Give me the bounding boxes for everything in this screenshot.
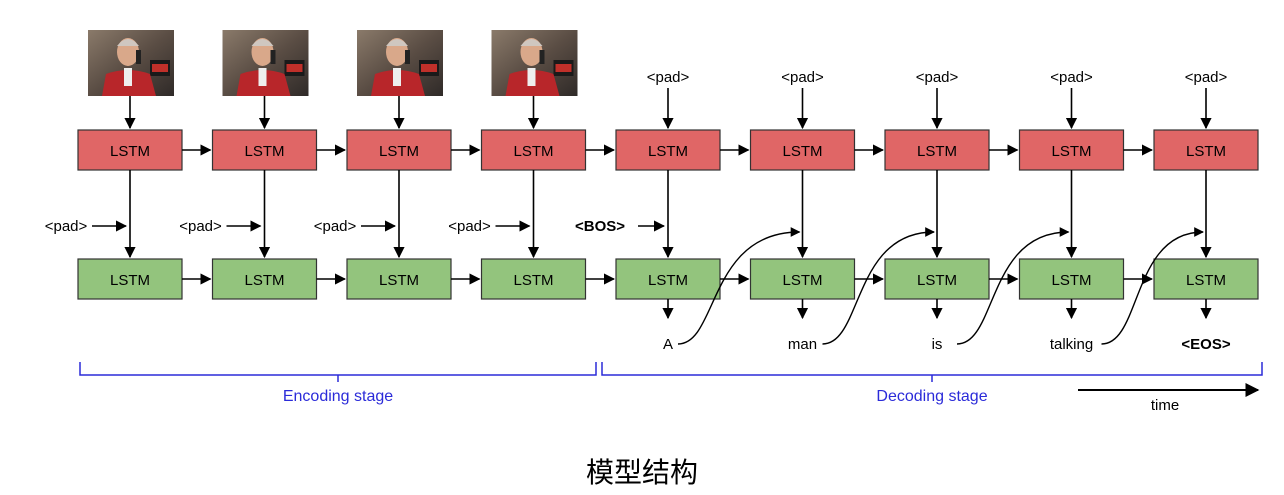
encoding-stage-brace [79, 362, 597, 382]
lstm-label: LSTM [1186, 272, 1226, 289]
encoder-lstm-row: LSTM LSTM LSTM LSTM LSTM LSTM LSTM LSTM LSTM [77, 129, 1259, 171]
encoding-stage-label: Encoding stage [283, 388, 393, 405]
lstm-label: LSTM [917, 272, 957, 289]
video-frames [88, 30, 578, 96]
output-word-label: <EOS> [1181, 336, 1230, 353]
pad-token-label: <pad> [916, 69, 959, 86]
lstm-label: LSTM [244, 272, 284, 289]
bottom-lstm-cell: LSTM [1018, 258, 1125, 300]
decoding-stage-brace [601, 362, 1263, 382]
pad-token-label: <pad> [1185, 69, 1228, 86]
connection-arrows [92, 88, 1212, 345]
figure-caption: 模型结构 [586, 456, 698, 489]
lstm-label: LSTM [648, 272, 688, 289]
lstm-label: LSTM [1051, 272, 1091, 289]
decoder-lstm-row: LSTM LSTM LSTM LSTM LSTM LSTM LSTM LSTM LSTM [77, 258, 1259, 300]
pad-token-label: <pad> [448, 218, 491, 235]
lstm-label: LSTM [110, 143, 150, 160]
time-label: time [1151, 397, 1179, 414]
top-lstm-cell: LSTM [1153, 129, 1259, 171]
bottom-lstm-cell: LSTM [77, 258, 183, 300]
lstm-label: LSTM [1186, 143, 1226, 160]
pad-token-label: <pad> [647, 69, 690, 86]
top-lstm-cell: LSTM [884, 129, 990, 171]
top-lstm-cell: LSTM [480, 129, 587, 171]
decoding-stage-label: Decoding stage [876, 388, 987, 405]
pad-token-label: <pad> [314, 218, 357, 235]
output-word-label: A [663, 336, 673, 353]
pad-token-label: <pad> [45, 218, 88, 235]
bottom-lstm-cell: LSTM [211, 258, 318, 300]
bottom-lstm-cell: LSTM [480, 258, 587, 300]
video-frame-image [491, 30, 578, 96]
bottom-lstm-cell: LSTM [749, 258, 856, 300]
top-lstm-cell: LSTM [346, 129, 452, 171]
video-frame-image [88, 30, 174, 96]
lstm-label: LSTM [513, 143, 553, 160]
top-lstm-cell: LSTM [211, 129, 318, 171]
pad-token-label: <pad> [179, 218, 222, 235]
top-lstm-cell: LSTM [749, 129, 856, 171]
lstm-label: LSTM [379, 272, 419, 289]
bottom-lstm-cell: LSTM [615, 258, 721, 300]
output-feedback-curve [1101, 227, 1204, 345]
token-labels: <pad> <pad> <pad> <pad> <pad> A <BOS> <pad> man <… [45, 69, 1231, 353]
output-word-label: is [932, 336, 943, 353]
top-lstm-cell: LSTM [77, 129, 183, 171]
lstm-label: LSTM [110, 272, 150, 289]
output-word-label: man [788, 336, 817, 353]
lstm-label: LSTM [244, 143, 284, 160]
bottom-lstm-cell: LSTM [1153, 258, 1259, 300]
bottom-lstm-cell: LSTM [346, 258, 452, 300]
lstm-label: LSTM [1051, 143, 1091, 160]
lstm-label: LSTM [648, 143, 688, 160]
output-feedback-curve [956, 227, 1070, 345]
top-lstm-cell: LSTM [1018, 129, 1125, 171]
output-feedback-curve [822, 227, 935, 345]
lstm-label: LSTM [782, 143, 822, 160]
pad-token-label: <pad> [1050, 69, 1093, 86]
lstm-label: LSTM [379, 143, 419, 160]
output-word-label: talking [1050, 336, 1093, 353]
lstm-label: LSTM [782, 272, 822, 289]
lstm-label: LSTM [513, 272, 553, 289]
lstm-label: LSTM [917, 143, 957, 160]
video-frame-image [357, 30, 443, 96]
output-feedback-curve [677, 227, 801, 345]
bos-token-label: <BOS> [575, 218, 625, 235]
pad-token-label: <pad> [781, 69, 824, 86]
video-frame-image [222, 30, 309, 96]
bottom-lstm-cell: LSTM [884, 258, 990, 300]
top-lstm-cell: LSTM [615, 129, 721, 171]
